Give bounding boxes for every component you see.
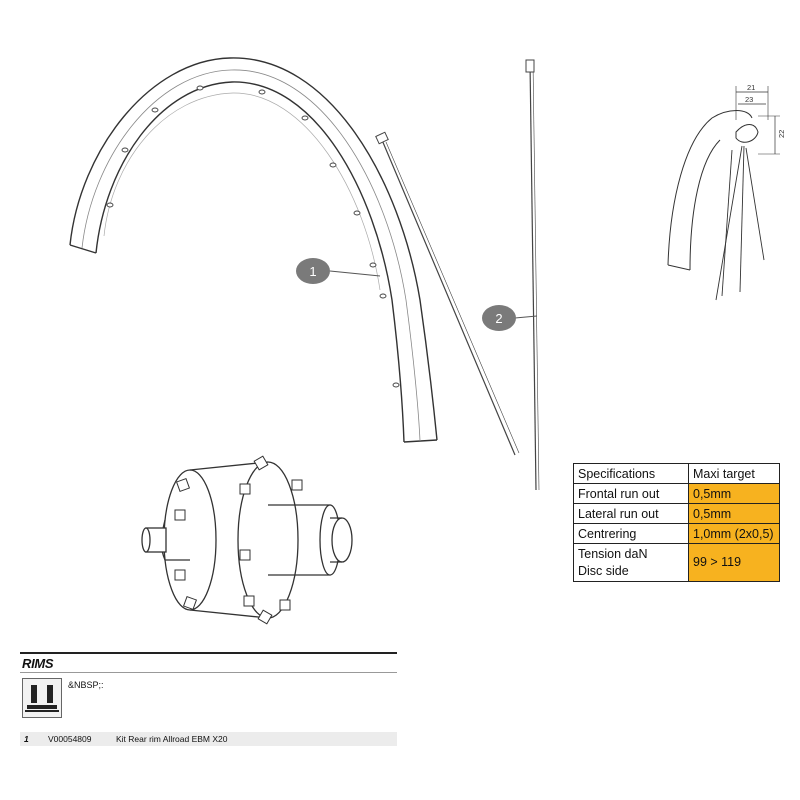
rim-section-detail	[667, 86, 780, 301]
dimension-width-outer: 21	[747, 83, 755, 92]
spec-header-label: Specifications	[573, 463, 689, 484]
spec-row: Lateral run out 0,5mm	[573, 503, 780, 524]
part-number: 1	[24, 734, 29, 744]
hub-drawing	[141, 455, 353, 625]
part-description: Kit Rear rim Allroad EBM X20	[116, 734, 228, 744]
specifications-table: Specifications Maxi target Frontal run o…	[573, 463, 780, 582]
dimension-height: 22	[777, 130, 786, 138]
tire-lever-icon	[22, 678, 62, 718]
exploded-diagram: 21 23 22	[69, 57, 786, 625]
spec-label-line: Disc side	[578, 563, 629, 578]
table-row: 1 V00054809 Kit Rear rim Allroad EBM X20	[20, 732, 397, 746]
spec-value: 1,0mm (2x0,5)	[688, 523, 780, 544]
rim-drawing	[69, 57, 438, 443]
spec-label: Frontal run out	[573, 483, 689, 504]
callout-1-leader	[329, 270, 381, 277]
spec-row: Tension daN Disc side 99 > 119	[573, 543, 780, 582]
section-subdivider	[20, 672, 397, 673]
spec-row: Centrering 1,0mm (2x0,5)	[573, 523, 780, 544]
part-code: V00054809	[48, 734, 92, 744]
spec-label: Lateral run out	[573, 503, 689, 524]
spec-label-line: Tension daN	[578, 546, 648, 561]
spec-value: 0,5mm	[688, 503, 780, 524]
spec-header-row: Specifications Maxi target	[573, 463, 780, 484]
spec-label: Centrering	[573, 523, 689, 544]
section-title: RIMS	[22, 656, 54, 671]
callout-2-leader	[514, 315, 538, 319]
spec-value: 0,5mm	[688, 483, 780, 504]
dimension-width-inner: 23	[745, 95, 753, 104]
callout-2: 2	[482, 305, 516, 331]
callout-1: 1	[296, 258, 330, 284]
section-divider	[20, 652, 397, 654]
spoke-drawing	[375, 59, 540, 491]
spec-label: Tension daN Disc side	[573, 543, 689, 582]
spec-header-value: Maxi target	[688, 463, 780, 484]
tool-note: &NBSP;:	[68, 680, 104, 690]
spec-value: 99 > 119	[688, 543, 780, 582]
spec-row: Frontal run out 0,5mm	[573, 483, 780, 504]
